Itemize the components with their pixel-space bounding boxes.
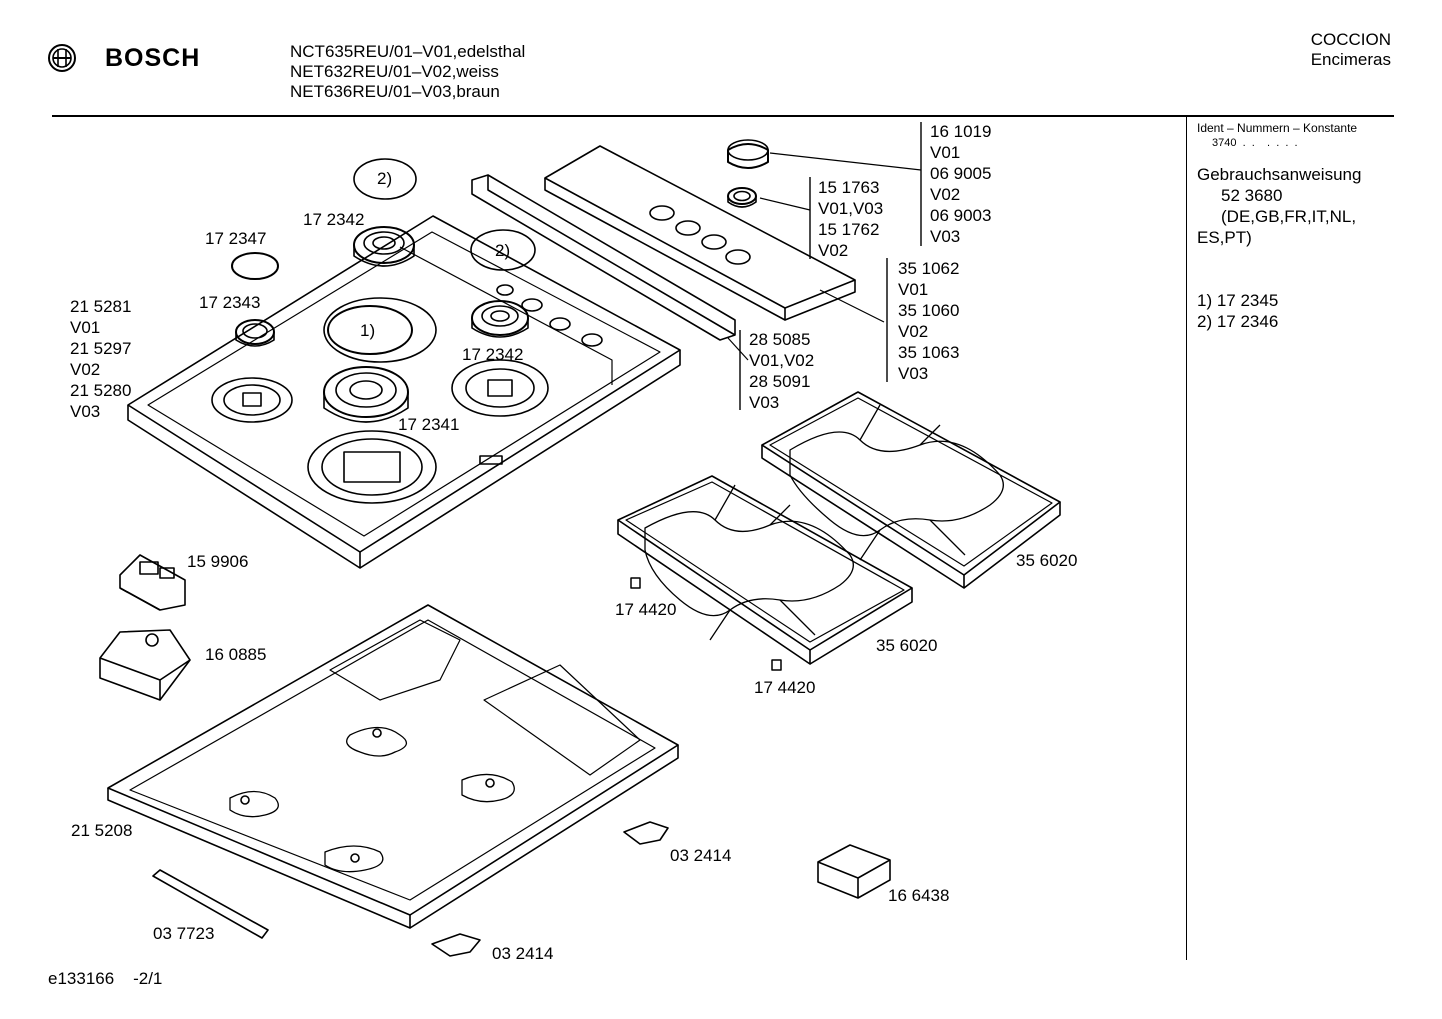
note-marker: 2)	[377, 169, 393, 188]
part-label: 03 7723	[153, 924, 215, 943]
manual-info: Gebrauchsanweisung 52 3680 (DE,GB,FR,IT,…	[1197, 164, 1361, 248]
part-label: 15 9906	[187, 552, 249, 571]
part-number: 21 5281	[70, 297, 132, 316]
variant: V01	[930, 143, 961, 162]
header-divider	[52, 115, 1394, 117]
burner-icon	[235, 226, 529, 423]
part-label-hob-group: 21 5281 V01 21 5297 V02 21 5280 V03	[70, 296, 131, 422]
variant: V02	[930, 185, 961, 204]
part-label: 03 2414	[492, 944, 554, 963]
part-number: 15 1762	[818, 220, 880, 239]
pan-support-grate	[617, 475, 913, 665]
model-line: NCT635REU/01–V01,edelsthal	[290, 42, 526, 61]
part-label-ring-group: 15 1763 V01,V03 15 1762 V02	[818, 177, 883, 261]
part-label: 17 2342	[303, 210, 365, 229]
knob-icon	[727, 139, 769, 169]
knob-ring-icon	[727, 187, 757, 208]
category: COCCION Encimeras	[1311, 30, 1391, 70]
variant: V02	[898, 322, 929, 341]
category-line: COCCION	[1310, 30, 1391, 49]
base-tray	[107, 604, 679, 929]
fixing-clip-icon	[431, 821, 669, 957]
footnote: 1) 17 2345	[1197, 291, 1279, 310]
part-number: 28 5085	[749, 330, 811, 349]
ignition-switch-icon	[119, 554, 186, 611]
part-number: 16 1019	[930, 122, 992, 141]
part-number: 35 1062	[898, 259, 960, 278]
label-bracket	[739, 122, 922, 410]
part-number: 21 5297	[70, 339, 132, 358]
ident-value: 3740 . . . . . .	[1212, 137, 1298, 149]
sidebar-divider	[1186, 117, 1187, 960]
part-label-strip-group: 28 5085 V01,V02 28 5091 V03	[749, 329, 814, 413]
junction-box-icon	[817, 844, 891, 899]
part-number: 21 5280	[70, 381, 132, 400]
category-line: Encimeras	[1310, 50, 1391, 69]
model-list: NCT635REU/01–V01,edelsthal NET632REU/01–…	[290, 42, 525, 102]
part-label: 17 4420	[615, 600, 677, 619]
note-marker: 2)	[495, 241, 511, 260]
ident-title: Ident – Nummern – Konstante	[1197, 121, 1358, 135]
manual-line: 52 3680	[1221, 186, 1283, 205]
part-label: 17 2341	[398, 415, 460, 434]
part-label: 17 2343	[199, 293, 261, 312]
seal-strip	[152, 869, 269, 939]
model-line: NET636REU/01–V03,braun	[290, 82, 500, 101]
part-label: 17 4420	[754, 678, 816, 697]
part-label: 21 5208	[71, 821, 133, 840]
cooktop-surface	[127, 215, 681, 569]
footnote: 2) 17 2346	[1197, 312, 1279, 331]
document-id: e133166 -2/1	[48, 969, 163, 988]
part-number: 28 5091	[749, 372, 811, 391]
variant: V03	[749, 393, 780, 412]
manual-line: (DE,GB,FR,IT,NL,	[1221, 207, 1357, 226]
model-line: NET632REU/01–V02,weiss	[290, 62, 499, 81]
part-label: 16 6438	[888, 886, 950, 905]
manual-line: ES,PT)	[1197, 228, 1252, 247]
control-panel	[544, 145, 856, 321]
part-label: 35 6020	[1016, 551, 1078, 570]
brand-name: BOSCH	[105, 44, 201, 72]
part-number: 35 1060	[898, 301, 960, 320]
control-strip	[471, 174, 736, 341]
variant: V02	[818, 241, 849, 260]
variant: V02	[70, 360, 101, 379]
variant: V01,V02	[749, 351, 815, 370]
variant: V03	[70, 402, 101, 421]
part-label: 35 6020	[876, 636, 938, 655]
part-label: 17 2347	[205, 229, 267, 248]
part-label: 16 0885	[205, 645, 267, 664]
note-marker: 1)	[360, 321, 376, 340]
part-label: 03 2414	[670, 846, 732, 865]
variant: V03	[898, 364, 929, 383]
part-label-panel-group: 35 1062 V01 35 1060 V02 35 1063 V03	[898, 258, 959, 384]
part-number: 06 9005	[930, 164, 992, 183]
part-label-knob-group: 16 1019 V01 06 9005 V02 06 9003 V03	[930, 121, 991, 247]
footnotes: 1) 17 2345 2) 17 2346	[1197, 290, 1278, 332]
variant: V01	[898, 280, 929, 299]
rubber-foot-icon	[630, 577, 782, 671]
part-number: 35 1063	[898, 343, 960, 362]
part-label: 17 2342	[462, 345, 524, 364]
part-number: 15 1763	[818, 178, 880, 197]
pan-support-grate	[761, 391, 1061, 589]
bosch-logo-icon	[48, 44, 76, 72]
variant: V01,V03	[818, 199, 884, 218]
part-number: 06 9003	[930, 206, 992, 225]
variant: V03	[930, 227, 961, 246]
spark-generator-box-icon	[99, 629, 191, 701]
variant: V01	[70, 318, 101, 337]
manual-line: Gebrauchsanweisung	[1197, 165, 1362, 184]
